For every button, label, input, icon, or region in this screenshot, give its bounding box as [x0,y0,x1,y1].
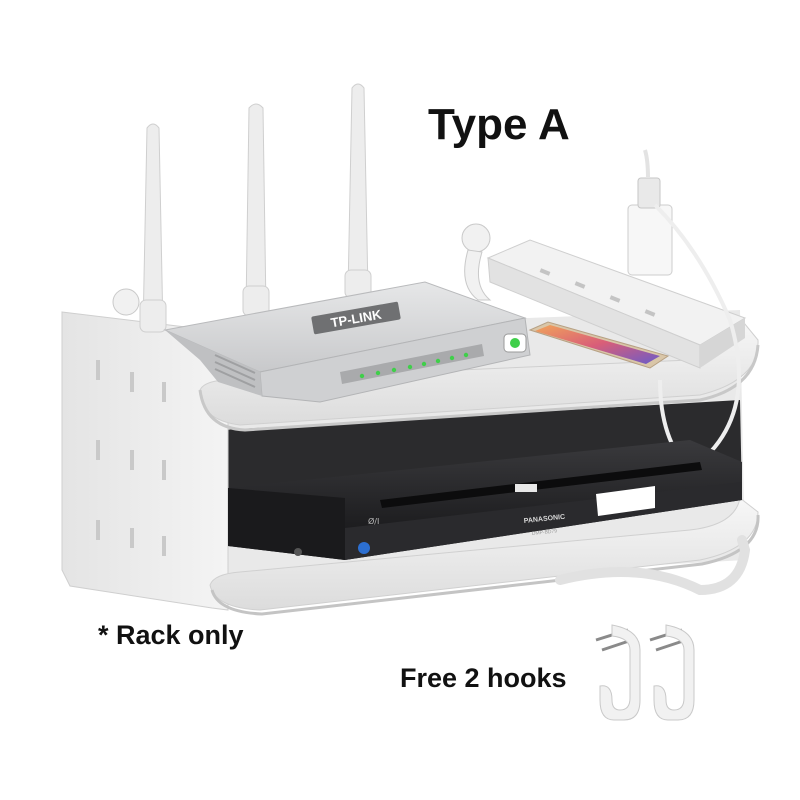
player-bluray-logo [358,542,370,554]
cable-underneath [555,535,751,596]
smartphone [528,321,670,369]
rack-only-note: * Rack only [98,620,244,650]
hook-left [595,624,641,721]
router-leds [359,352,469,379]
mounted-hooks [112,223,492,316]
router-antennas [139,83,372,333]
free-hooks-label: Free 2 hooks [400,663,567,693]
free-hooks [595,624,695,721]
hook-right [649,624,695,721]
player-power-button [294,548,302,556]
rack-lower-shelf [209,497,759,611]
player-model: DMP-BD79 [532,528,558,537]
svg-text:Ø/I: Ø/I [368,516,379,526]
usb-charger [627,149,741,473]
router: TP-LINK [139,83,531,403]
side-panel-slots [96,360,166,556]
bluray-player: PANASONIC DMP-BD79 Ø/I [228,440,742,560]
charging-cable [653,203,741,473]
router-brand-badge [311,301,401,335]
player-display [596,486,655,516]
product-type-title: Type A [428,100,570,149]
player-brand: PANASONIC [523,514,565,525]
